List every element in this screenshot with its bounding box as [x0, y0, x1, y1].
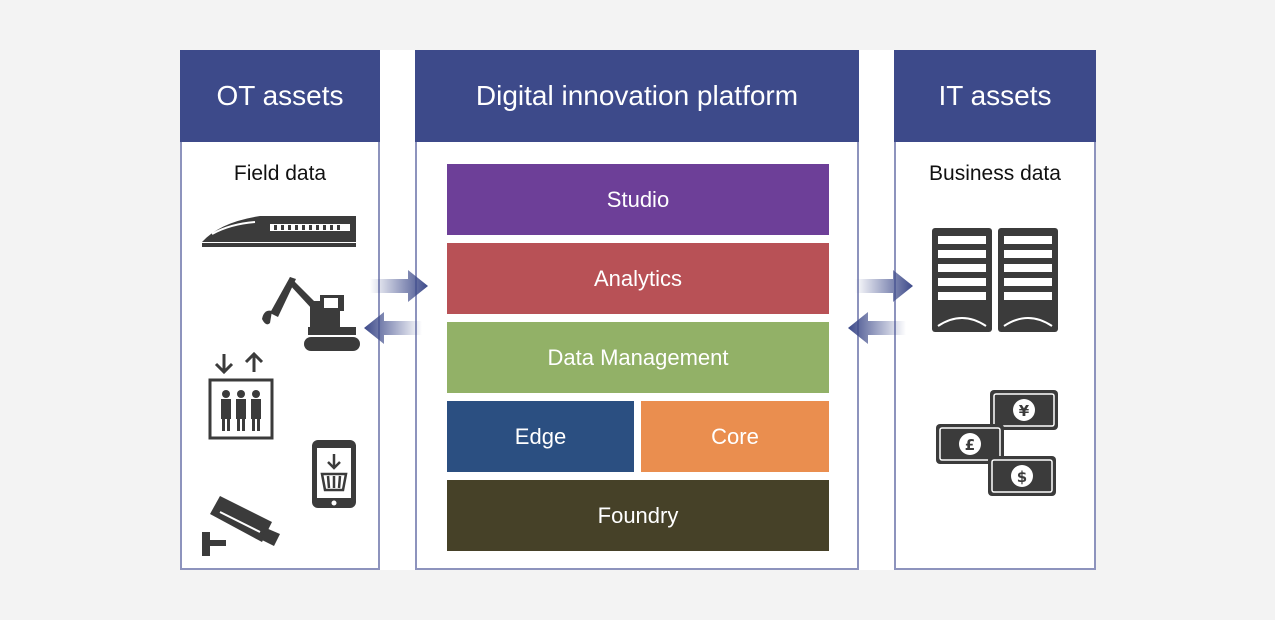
svg-text:$: $ [1017, 468, 1027, 486]
it-assets-title: IT assets [894, 50, 1096, 142]
elevator-icon [208, 351, 274, 440]
business-data-label: Business data [929, 162, 1061, 185]
edge-layer: Edge [447, 401, 634, 472]
security-camera-icon [202, 496, 280, 556]
foundry-layer: Foundry [447, 480, 829, 551]
ot-assets-title: OT assets [180, 50, 380, 142]
ot-assets-panel: OT assets Field data [180, 50, 380, 570]
arrow-left-to-platform [848, 312, 906, 344]
currency-exchange-icon: ¥ £ $ [936, 390, 1058, 496]
platform-panel: Digital innovation platform Studio Analy… [415, 50, 859, 570]
it-assets-panel: IT assets Business data ¥ £ [894, 50, 1096, 570]
studio-layer: Studio [447, 164, 829, 235]
analytics-layer: Analytics [447, 243, 829, 314]
platform-title: Digital innovation platform [415, 50, 859, 142]
arrow-right-to-platform [370, 270, 428, 302]
svg-text:¥: ¥ [1019, 402, 1030, 420]
field-data-label: Field data [233, 162, 327, 185]
train-icon [202, 216, 356, 247]
arrow-right-to-it [855, 270, 913, 302]
arrow-left-to-ot [364, 312, 422, 344]
core-layer: Core [641, 401, 829, 472]
server-rack-icon [932, 228, 1058, 332]
svg-text:£: £ [965, 436, 975, 454]
data-management-layer: Data Management [447, 322, 829, 393]
excavator-icon [262, 277, 360, 351]
smartphone-shopping-icon [312, 440, 356, 508]
